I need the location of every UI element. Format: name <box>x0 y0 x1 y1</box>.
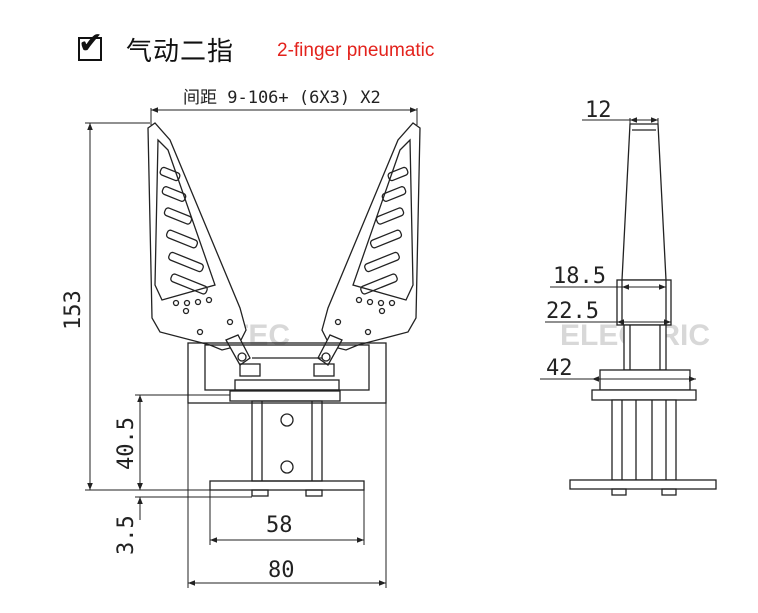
inner-width-label: 58 <box>266 513 293 538</box>
height-total-label: 153 <box>61 290 86 330</box>
dim-b-label: 22.5 <box>546 299 599 324</box>
dim-c-label: 42 <box>546 356 573 381</box>
title-chinese: 气动二指 <box>126 37 235 67</box>
dim-inner-width <box>209 490 365 545</box>
dim-height-total <box>85 122 210 491</box>
title-english: 2-finger pneumatic <box>277 40 435 61</box>
side-body <box>569 369 717 496</box>
check-box-icon: ✔ <box>78 29 103 61</box>
dim-spacing <box>150 107 418 125</box>
tip-width-label: 12 <box>585 98 612 123</box>
dim-a-label: 18.5 <box>553 264 606 289</box>
height-base-label: 40.5 <box>114 417 139 470</box>
dim-height-base <box>135 394 230 490</box>
mounting-column <box>209 400 365 497</box>
outer-width-label: 80 <box>268 558 295 583</box>
spacing-label: 间距 9-106+ (6X3) X2 <box>183 88 381 108</box>
gripper-body <box>187 342 387 404</box>
plate-thickness-label: 3.5 <box>114 515 139 555</box>
left-finger <box>147 122 251 366</box>
side-view <box>540 117 717 496</box>
right-finger <box>317 122 421 366</box>
side-finger <box>616 123 672 371</box>
front-view <box>85 107 421 588</box>
dim-plate <box>135 470 252 520</box>
check-mark-icon: ✔ <box>78 26 104 61</box>
dim-outer-width <box>187 403 387 588</box>
dim-tip-width <box>582 117 659 124</box>
